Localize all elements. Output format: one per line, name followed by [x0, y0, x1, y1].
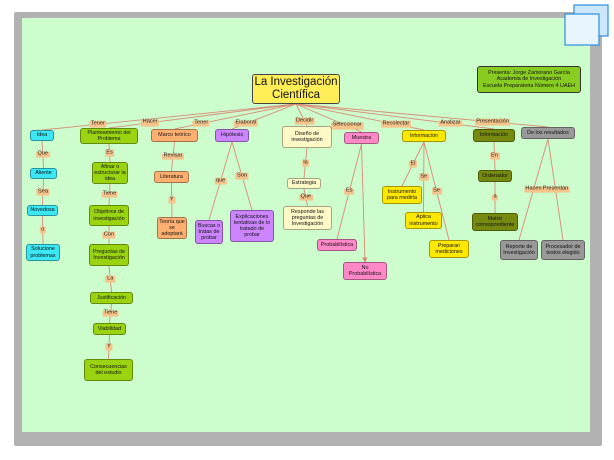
concept-afinar[interactable]: Afinar o estructurar la idea: [92, 162, 128, 184]
concept-muestra[interactable]: Muestra: [344, 132, 379, 144]
concept-preparan[interactable]: Preparan mediciones: [429, 240, 469, 258]
link-label-root-resultados: Presentación: [474, 118, 511, 126]
link-label-novedosa-soluciones: o: [39, 226, 46, 234]
link-label-idea-aliente: Que: [35, 150, 50, 158]
link-label-resultados-procesador: Presentan: [541, 185, 570, 193]
concept-explicaciones[interactable]: Explicaciones tentativas de lo tratado d…: [230, 210, 274, 242]
author-info-box: Presenta: Jorge Zamorano García Academia…: [477, 66, 581, 93]
concept-justificacion[interactable]: Justificación: [90, 292, 133, 304]
link-label-preguntas-justificacion: La: [105, 275, 115, 283]
concept-informacion2[interactable]: Información: [473, 129, 515, 142]
link-label-informacion2-ordenador: En: [489, 152, 500, 160]
link-label-root-planteamiento: Hacer: [141, 118, 160, 127]
concept-ordenador[interactable]: Ordenador: [478, 170, 512, 182]
concept-matriz[interactable]: Matriz correspondiente: [472, 213, 518, 231]
concept-aplica[interactable]: Aplica instrumento: [405, 212, 442, 229]
link-label-root-diseno: Decidir: [294, 117, 315, 125]
concept-literatura[interactable]: Literatura: [154, 171, 189, 183]
link-label-aliente-novedosa: Sea: [36, 188, 50, 196]
link-label-informacion1-preparan: Se: [431, 187, 442, 195]
link-label-afinar-objetivos: Tiene: [101, 190, 118, 198]
concept-reporte[interactable]: Reporte de Investigación: [500, 240, 538, 260]
link-label-diseno-estrategia: la: [301, 159, 310, 167]
concept-teoria[interactable]: Teoría que se adoptará: [157, 217, 187, 239]
concept-resultados[interactable]: De los resultados: [521, 127, 575, 139]
link-label-root-marco: Tener: [192, 119, 210, 127]
concept-probabilistica[interactable]: Probabilística: [317, 239, 357, 251]
link-label-hipotesis-explicaciones: Son: [235, 172, 249, 180]
link-label-hipotesis-buscas: que: [214, 177, 227, 185]
link-label-planteamiento-afinar: Es: [104, 149, 115, 157]
concept-diseno[interactable]: Diseño de investigación: [282, 126, 332, 148]
link-root-idea: [41, 103, 297, 131]
concept-procesador[interactable]: Procesador de textos elegido: [541, 240, 585, 260]
page-curl-icon: [564, 4, 609, 46]
link-label-viabilidad-consecuencias: Y: [105, 343, 113, 351]
concept-soluciones[interactable]: Solucione problemas: [26, 244, 60, 261]
link-label-marco-literatura: Revisar: [161, 152, 185, 160]
link-label-informacion1-aplica: Se: [418, 173, 429, 181]
link-label-root-idea: Tener: [89, 120, 107, 128]
concept-responde[interactable]: Responde las preguntas de Investigación: [283, 206, 332, 230]
link-label-estrategia-responde: Que: [298, 193, 313, 201]
link-label-informacion1-instrumento: El: [408, 160, 418, 168]
link-label-root-hipotesis: Elaborar: [233, 119, 259, 127]
concept-noprob[interactable]: No Probabilística: [343, 262, 387, 280]
link-label-literatura-teoria: Y: [168, 196, 176, 204]
concept-instrumento[interactable]: Instrumento para medirla: [382, 186, 422, 204]
concept-estrategia[interactable]: Estrategia: [287, 178, 321, 189]
concept-marco[interactable]: Marco teórico: [151, 129, 198, 142]
concept-hipotesis[interactable]: Hipótesis: [215, 129, 249, 142]
concept-aliente[interactable]: Aliente: [30, 168, 57, 179]
link-label-justificacion-viabilidad: Tiene: [102, 309, 119, 317]
link-label-root-informacion2: Analizar: [438, 119, 463, 127]
concept-idea[interactable]: Idea: [30, 130, 54, 141]
concept-map-canvas: Presenta: Jorge Zamorano García Academia…: [22, 18, 590, 432]
link-root-planteamiento: [108, 103, 297, 129]
concept-novedosa[interactable]: Novedosa: [27, 205, 58, 216]
concept-buscas[interactable]: Buscas o tratas de probar: [195, 220, 223, 244]
link-label-root-muestra: Seleccionar: [330, 122, 364, 130]
link-label-root-informacion1: Recolectar: [380, 120, 411, 128]
concept-objetivos[interactable]: Objetivos de investigación: [89, 205, 129, 226]
link-label-ordenador-matriz: a: [491, 193, 499, 201]
concept-preguntas[interactable]: Preguntas de Investigación: [89, 244, 129, 266]
link-label-muestra-probabilistica: Es: [344, 187, 355, 195]
link-label-objetivos-preguntas: Con: [102, 231, 116, 239]
link-label-resultados-reporte: Hacen: [523, 185, 544, 193]
link-muestra-noprob: [361, 143, 368, 263]
concept-root[interactable]: La Investigación Científica: [252, 74, 340, 104]
concept-consecuencias[interactable]: Consecuencias del estudio: [84, 359, 133, 381]
info-line-author: Presenta: Jorge Zamorano García: [488, 69, 570, 76]
concept-planteamiento[interactable]: Planteamiento del Problema: [80, 128, 138, 144]
info-line-academy: Academia de Investigación: [496, 76, 562, 83]
concept-informacion1[interactable]: Información: [402, 130, 446, 142]
info-line-school: Escuela Preparatoria Número 4 UAEH: [483, 82, 575, 89]
concept-viabilidad[interactable]: Viabilidad: [93, 323, 126, 335]
